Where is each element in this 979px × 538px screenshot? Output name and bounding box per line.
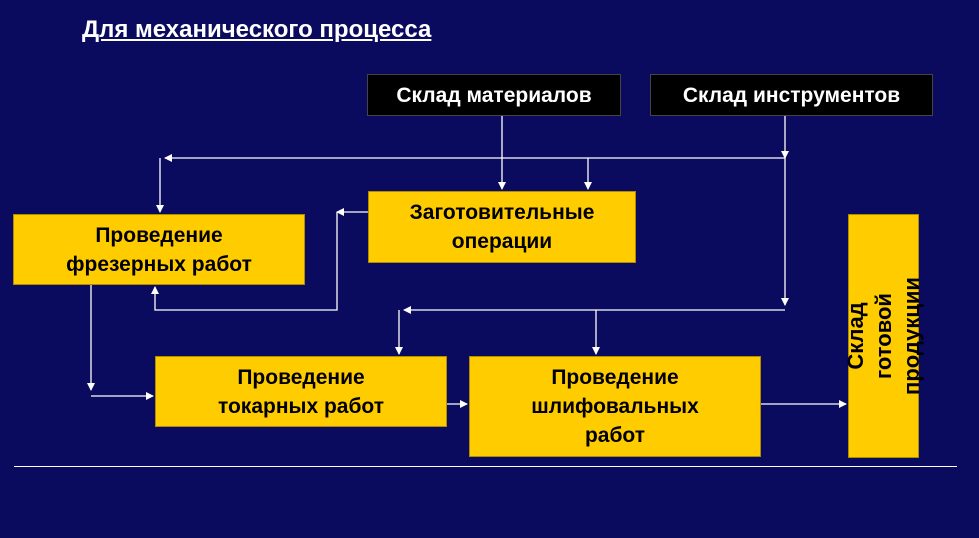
finished-goods-store-box: Склад готовой продукции xyxy=(843,214,924,458)
milling-label: Проведение фрезерных работ xyxy=(66,223,252,276)
turning-box: Проведение токарных работ xyxy=(155,356,447,427)
milling-box: Проведение фрезерных работ xyxy=(13,214,305,285)
blank-operations-box: Заготовительные операции xyxy=(368,191,636,263)
divider-line xyxy=(14,466,957,467)
grinding-label: Проведение шлифовальных работ xyxy=(531,366,699,447)
materials-store-label: Склад материалов xyxy=(396,83,592,107)
turning-label: Проведение токарных работ xyxy=(217,365,385,418)
page-title: Для механического процесса xyxy=(82,16,432,43)
arrow-blank-to-milling xyxy=(151,212,338,311)
tools-store-label: Склад инструментов xyxy=(682,83,901,107)
tools-store-box: Склад инструментов xyxy=(650,74,933,116)
materials-store-box: Склад материалов xyxy=(367,74,621,116)
blank-operations-label: Заготовительные операции xyxy=(409,201,595,253)
grinding-box: Проведение шлифовальных работ xyxy=(469,356,761,457)
